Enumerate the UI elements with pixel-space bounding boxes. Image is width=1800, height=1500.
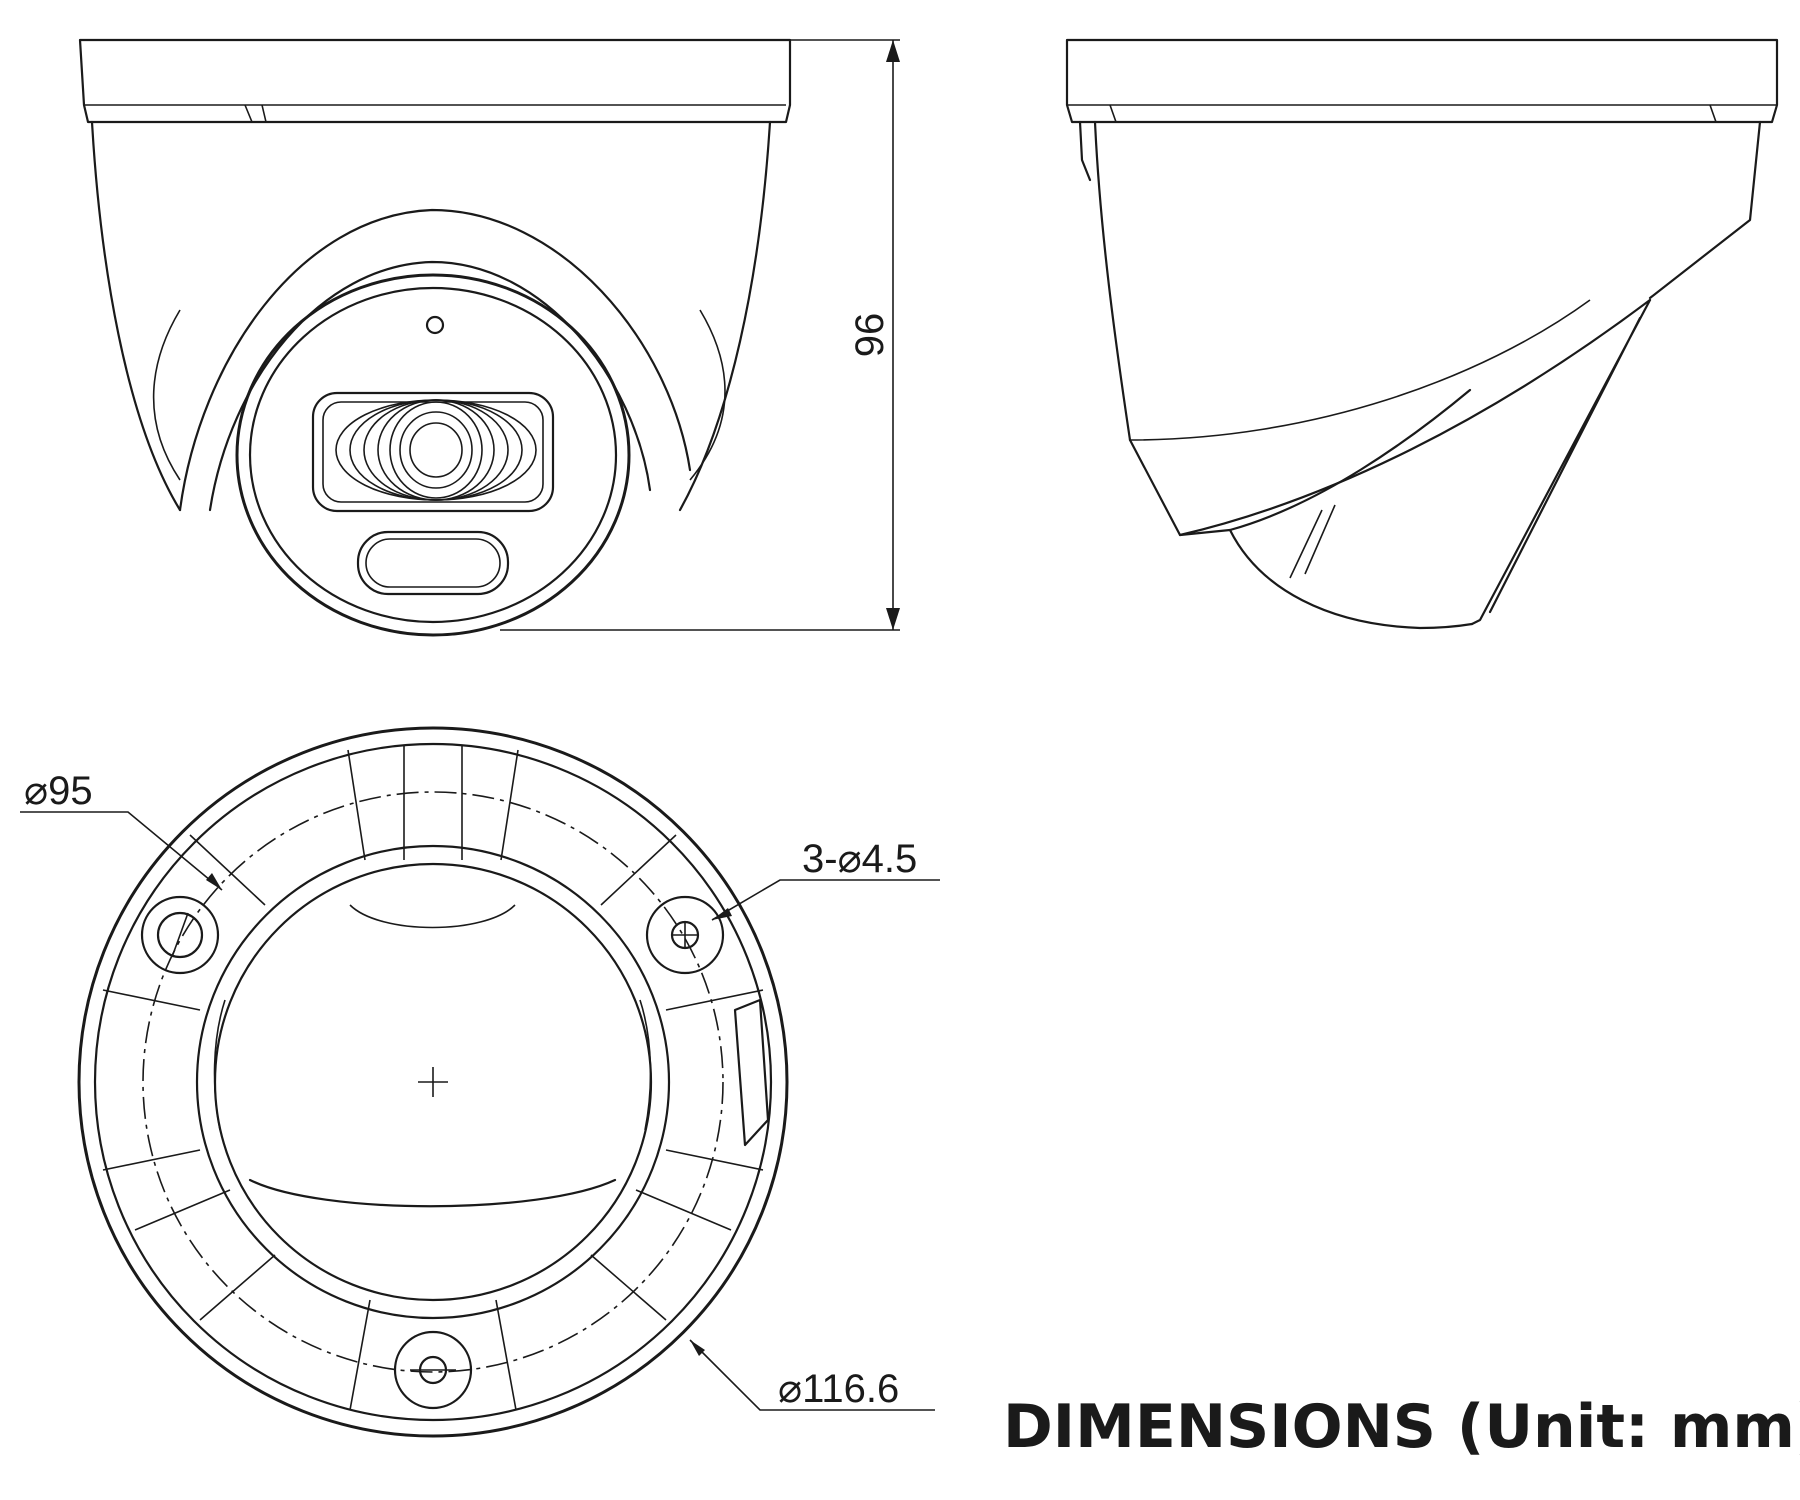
center-mark bbox=[418, 1067, 448, 1097]
height-label: 96 bbox=[848, 313, 892, 358]
page-title: DIMENSIONS (Unit: mm) bbox=[1003, 1392, 1800, 1462]
screw-hole-left bbox=[140, 895, 220, 975]
screw-holes-label: 3-⌀4.5 bbox=[802, 837, 917, 881]
screw-hole-right bbox=[645, 895, 725, 975]
bottom-view: ⌀95 3-⌀4.5 ⌀116.6 bbox=[20, 726, 940, 1438]
outer-diameter-label: ⌀116.6 bbox=[778, 1367, 899, 1411]
lens-rings bbox=[335, 399, 537, 501]
front-view: 96 bbox=[78, 38, 900, 637]
inner-diameter-label: ⌀95 bbox=[24, 769, 93, 813]
ribs bbox=[102, 745, 764, 1411]
side-view bbox=[1065, 38, 1779, 630]
mount-circle bbox=[142, 791, 724, 1373]
screw-hole-bottom bbox=[393, 1330, 473, 1410]
